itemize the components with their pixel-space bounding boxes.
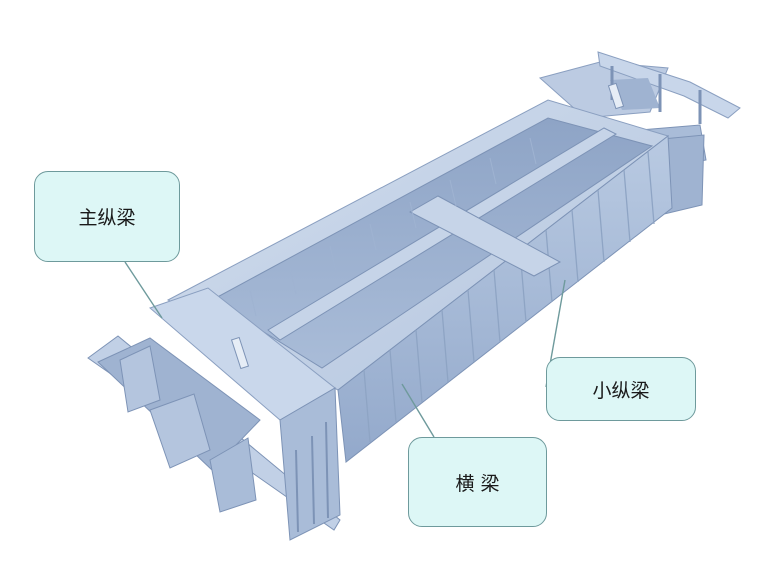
label-main-longitudinal-beam: 主纵梁 <box>78 207 136 229</box>
near-end-beam <box>87 82 625 541</box>
callout-main-longitudinal-beam: 主纵梁 <box>34 171 180 262</box>
leader-cross-beam <box>401 383 435 438</box>
leader-main-beam <box>124 261 163 319</box>
label-small-longitudinal-beam: 小纵梁 <box>592 379 650 402</box>
callout-cross-beam: 横 梁 <box>408 437 547 527</box>
callout-small-longitudinal-beam: 小纵梁 <box>546 357 696 421</box>
box-body <box>166 99 673 463</box>
label-cross-beam: 横 梁 <box>455 472 500 495</box>
